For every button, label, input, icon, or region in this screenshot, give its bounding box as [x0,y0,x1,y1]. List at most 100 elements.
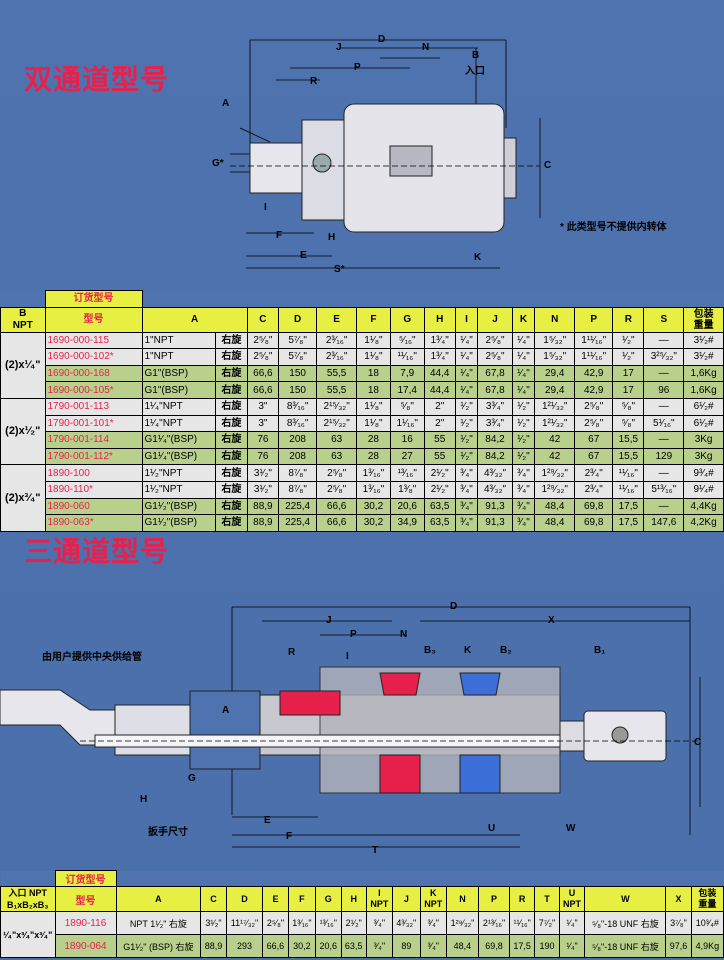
two-channel-title: 双通道型号 [24,63,170,96]
col2-7: I NPT [365,886,393,912]
npt-group-label: (2)x¹⁄₄" [0,331,46,399]
table-cell: 17 [612,381,645,399]
model-number: 1790-001-114 [44,431,143,449]
npt-group-label: (2)x³⁄₄" [0,464,46,532]
table-cell: 2¹⁄₂" [423,464,456,482]
col2-10: N [445,886,480,912]
model-number: 1890-100 [44,464,143,482]
table-cell: 4,4Kg [683,497,724,516]
table-cell: 34,9 [389,514,425,532]
table-cell: ¹⁄₂" [511,397,536,416]
col-1: C [246,306,279,333]
table-cell: 88,9 [200,934,227,958]
table-cell: 17,5 [612,514,645,532]
thread-a: 1"NPT [141,331,216,350]
table-cell: 3²⁵⁄₃₂" [643,348,685,366]
col2-14: U NPT [558,886,586,912]
svg-text:C: C [544,160,551,171]
table-cell: 1¹¹⁄₁₆" [574,348,614,366]
svg-text:D: D [378,34,385,45]
col2-3: E [262,886,289,912]
col2-13: T [534,886,560,912]
table-cell: 9¹⁄₄# [683,480,724,499]
table-cell: 3" [246,397,279,416]
table-cell: 67,8 [477,364,513,383]
table-cell: 150 [277,381,318,399]
svg-text:A: A [222,98,229,109]
table-cell: 2³⁄₁₆" [316,331,358,350]
table-cell: ¹¹⁄₁₆" [612,480,645,499]
table-cell: 2⁵⁄₈" [316,464,358,482]
table-cell: 4³⁄₃₂" [391,911,421,935]
col2-11: P [478,886,510,912]
table-cell: 10³⁄₄# [690,911,724,935]
order-header-2: 订货型号 [54,870,117,887]
table-cell: ³⁄₄" [419,934,447,958]
table-cell: 66,6 [316,514,358,532]
table-cell: 2³⁄₁₆" [316,348,358,366]
table-cell: 63,5 [423,514,456,532]
model-number: 1890-063* [44,514,143,532]
table-cell: 1¹⁄₈" [356,331,391,350]
thread-direction: 右旋 [214,331,248,350]
table-cell: ¹⁄₂" [511,447,536,466]
table-cell: 15,5 [612,447,645,466]
thread-a: 1¹⁄₄"NPT [141,414,216,433]
table-cell: ¹³⁄₁₆" [389,464,425,482]
svg-text:C: C [694,737,701,748]
table-cell: 190 [534,934,560,958]
table-cell: 9³⁄₄# [683,464,724,482]
table-cell: 63,5 [340,934,367,958]
table-cell: 1⁵⁄₃₂" [534,331,576,350]
col-4: F [356,306,391,333]
table-cell: — [643,464,685,482]
table-cell: ³⁄₄" [454,464,479,482]
table-cell: 1¹¹⁄₁₆" [574,331,614,350]
model-number: 1790-001-101* [44,414,143,433]
col2-2: D [225,886,264,912]
svg-text:N: N [422,42,429,53]
col2-1: C [200,886,227,912]
npt-group-label: (2)x¹⁄₂" [0,397,46,466]
table-cell: ¹⁄₄" [558,911,586,935]
table-cell: 2" [423,397,456,416]
table-cell: 225,4 [277,514,318,532]
table-cell: 147,6 [643,514,685,532]
table-cell: 18 [356,381,391,399]
table-cell: 18 [356,364,391,383]
table-cell: 1²⁹⁄₃₂" [534,480,576,499]
svg-text:B₂: B₂ [500,645,512,656]
svg-text:E: E [264,815,271,826]
table-cell: 3³⁄₄" [477,414,513,433]
svg-text:H: H [140,794,147,805]
table-cell: 1¹⁄₈" [356,397,391,416]
table-cell: ³⁄₄" [511,497,536,516]
thread-direction: 右旋 [214,497,248,516]
table-cell: 29,4 [534,381,576,399]
table-cell: 2⁵⁄₈" [262,911,289,935]
model-number: 1690-000-168 [44,364,143,383]
table-cell: 2¹⁄₂" [423,480,456,499]
table-cell: 97,6 [665,934,692,958]
table-cell: ¹⁄₄" [511,381,536,399]
table-cell: ¹⁄₂" [511,414,536,433]
table-cell: 8³⁄₁₆" [277,414,318,433]
table-cell: 44,4 [423,381,456,399]
svg-text:I: I [264,202,267,213]
svg-text:F: F [276,230,282,241]
table-cell: ³⁄₄" [511,514,536,532]
table-cell: 2³⁄₄" [574,480,614,499]
table-cell: 4³⁄₃₂" [477,480,513,499]
table-cell: 69,8 [574,514,614,532]
table-cell: ¹⁄₄" [511,348,536,366]
table-cell: 28 [356,431,391,449]
svg-text:G*: G* [212,158,224,169]
table-cell: 17 [612,364,645,383]
table-cell: 29,4 [534,364,576,383]
